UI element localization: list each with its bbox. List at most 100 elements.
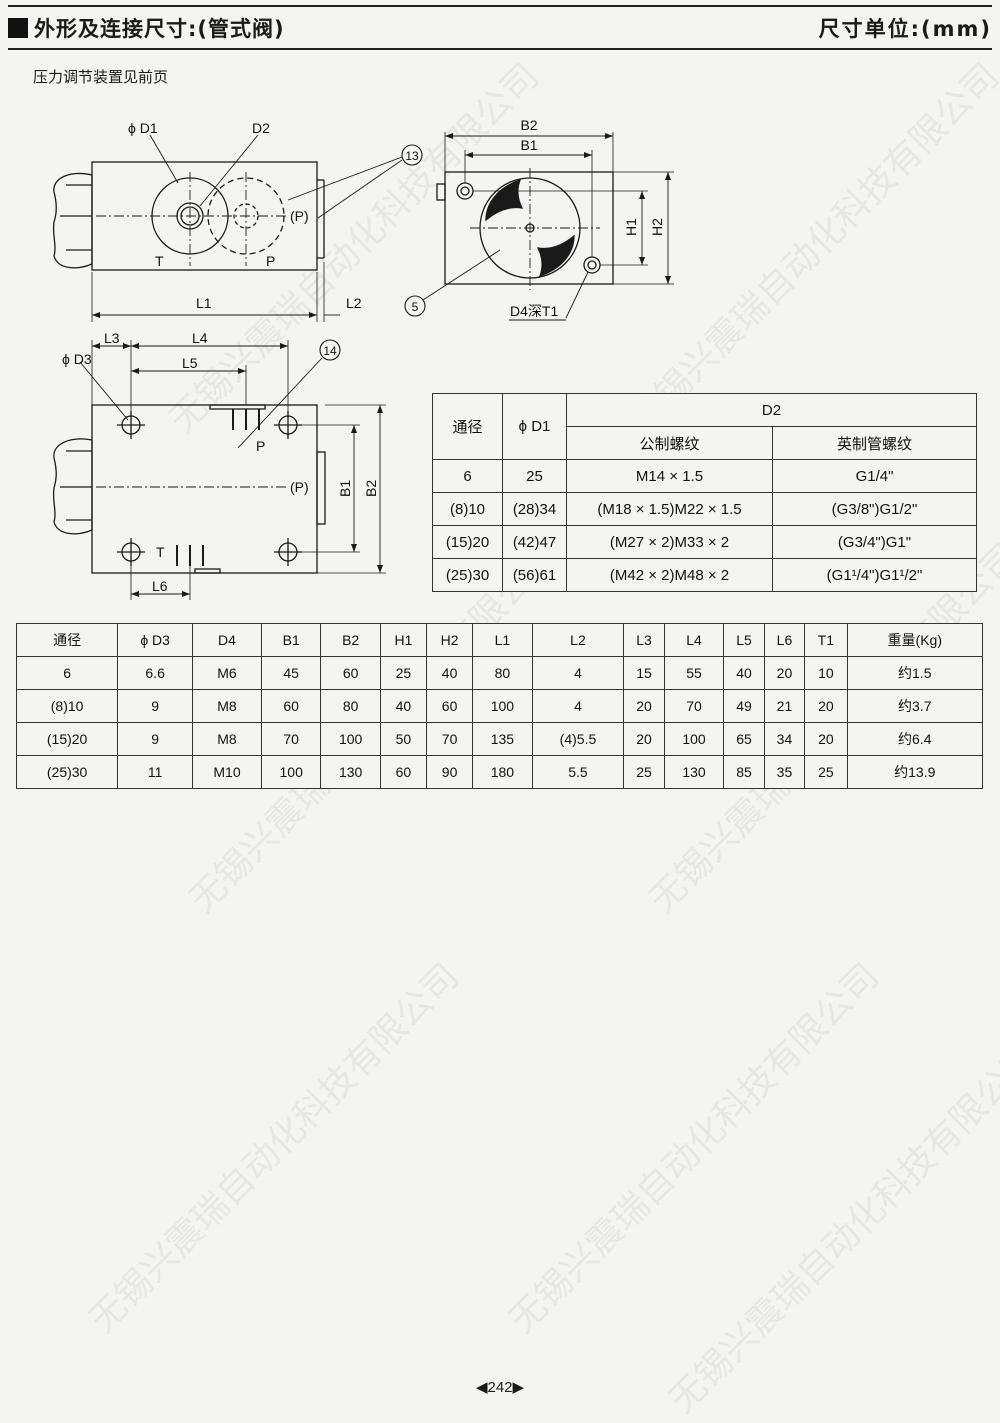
col-header: L3 — [623, 623, 665, 657]
svg-text:5: 5 — [412, 300, 419, 314]
col-header: L5 — [723, 623, 765, 657]
table-cell: 60 — [260, 689, 322, 723]
table-cell: (8)10 — [15, 689, 119, 723]
table-header-row: 通径 ϕ D1 D2 — [432, 393, 977, 460]
callout-14 — [319, 339, 341, 361]
table-cell: 11 — [117, 755, 194, 789]
col-header: L1 — [472, 623, 533, 657]
table-row: (15)20 9 M8 70 100 50 70 135 (4)5.5 20 1… — [15, 722, 984, 756]
table-cell: 9 — [117, 722, 194, 756]
table-cell: 100 — [260, 755, 322, 789]
table-cell: (4)5.5 — [531, 722, 625, 756]
table-cell: (M18 × 1.5)M22 × 1.5 — [566, 492, 773, 526]
table-cell: 50 — [379, 722, 428, 756]
col-header: B2 — [320, 623, 381, 657]
table-cell: 80 — [320, 689, 381, 723]
label-l5: L5 — [182, 355, 198, 371]
table-cell: 100 — [472, 689, 533, 723]
table-cell: 21 — [763, 689, 806, 723]
table-row: (15)20 (42)47 (M27 × 2)M33 × 2 (G3/4")G1… — [432, 525, 977, 559]
table-cell: 65 — [723, 722, 765, 756]
col-header: ϕ D3 — [117, 623, 194, 657]
page-header: 外形及连接尺寸:(管式阀) 尺寸单位:(mm) — [8, 5, 992, 50]
table-cell: 25 — [502, 459, 567, 493]
label-d1: ϕ D1 — [128, 120, 158, 136]
knob-shape-2 — [52, 438, 93, 535]
col-header: L6 — [763, 623, 806, 657]
table-cell: 85 — [723, 755, 765, 789]
table-cell: M10 — [192, 755, 262, 789]
table-cell: 20 — [623, 689, 665, 723]
col-header: D2 — [566, 393, 977, 427]
table-cell: (M42 × 2)M48 × 2 — [566, 558, 773, 592]
label-d3: ϕ D3 — [62, 351, 92, 367]
table-cell: 15 — [623, 656, 665, 690]
table-cell: 6 — [15, 656, 119, 690]
table-cell: 20 — [763, 656, 806, 690]
table-cell: 6 — [432, 459, 503, 493]
col-header: T1 — [804, 623, 848, 657]
table-cell: M6 — [192, 656, 262, 690]
table-row: (8)10 (28)34 (M18 × 1.5)M22 × 1.5 (G3/8"… — [432, 492, 977, 526]
table-cell: 4 — [531, 656, 625, 690]
table-cell: 40 — [379, 689, 428, 723]
label-d2: D2 — [252, 120, 270, 136]
table-cell: 6.6 — [117, 656, 194, 690]
label-l1: L1 — [196, 295, 212, 311]
table-cell: 约3.7 — [846, 689, 984, 723]
table-cell: M8 — [192, 722, 262, 756]
table-cell: G1/4" — [772, 459, 977, 493]
pressure-adjust-note: 压力调节装置见前页 — [33, 68, 169, 86]
table-cell: 180 — [472, 755, 533, 789]
table-cell: 130 — [320, 755, 381, 789]
top-view — [52, 340, 386, 600]
knob-shape — [52, 172, 93, 269]
table-cell: 40 — [425, 656, 474, 690]
table-cell: (15)20 — [15, 722, 119, 756]
table-cell: 25 — [623, 755, 665, 789]
table-cell: 10 — [804, 656, 848, 690]
table-cell: 100 — [320, 722, 381, 756]
table-cell: 70 — [663, 689, 725, 723]
table-cell: (25)30 — [15, 755, 119, 789]
table-cell: 9 — [117, 689, 194, 723]
col-header: 重量(Kg) — [846, 623, 984, 657]
table-cell: (28)34 — [502, 492, 567, 526]
table-cell: 40 — [723, 656, 765, 690]
section-title: 外形及连接尺寸:(管式阀) — [8, 13, 285, 43]
label-p-top: P — [256, 438, 265, 454]
table-row: 6 25 M14 × 1.5 G1/4" — [432, 459, 977, 493]
watermark: 无锡兴震瑞自动化科技有限公司 — [81, 955, 468, 1342]
table-cell: (M27 × 2)M33 × 2 — [566, 525, 773, 559]
table-cell: 约13.9 — [846, 755, 984, 789]
table-cell: 34 — [763, 722, 806, 756]
label-t-top: T — [156, 544, 165, 560]
table-header-row: 通径 ϕ D3 D4 B1 B2 H1 H2 L1 L2 L3 L4 L5 L6… — [15, 623, 984, 657]
table-cell: 20 — [623, 722, 665, 756]
table-row: (25)30 (56)61 (M42 × 2)M48 × 2 (G1¹/4")G… — [432, 558, 977, 592]
table-cell: M8 — [192, 689, 262, 723]
table-cell: (15)20 — [432, 525, 503, 559]
table-cell: 130 — [663, 755, 725, 789]
label-b2-top: B2 — [363, 480, 379, 497]
label-l3: L3 — [104, 330, 120, 346]
callout-5 — [404, 295, 426, 317]
svg-text:13: 13 — [405, 149, 419, 163]
unit-label: 尺寸单位:(mm) — [818, 16, 992, 41]
table-cell: 55 — [663, 656, 725, 690]
col-header: L4 — [663, 623, 725, 657]
table-cell: 80 — [472, 656, 533, 690]
table-cell: 25 — [804, 755, 848, 789]
table-cell: M14 × 1.5 — [566, 459, 773, 493]
table-cell: 60 — [379, 755, 428, 789]
label-h2: H2 — [649, 218, 665, 236]
table-cell: (G3/8")G1/2" — [772, 492, 977, 526]
label-l2: L2 — [346, 295, 362, 311]
label-p-paren-top: (P) — [290, 479, 309, 495]
col-header: L2 — [531, 623, 625, 657]
table-cell: 60 — [425, 689, 474, 723]
col-header: B1 — [260, 623, 322, 657]
svg-text:14: 14 — [323, 344, 337, 358]
col-header: 公制螺纹 — [566, 426, 773, 460]
table-cell: 135 — [472, 722, 533, 756]
